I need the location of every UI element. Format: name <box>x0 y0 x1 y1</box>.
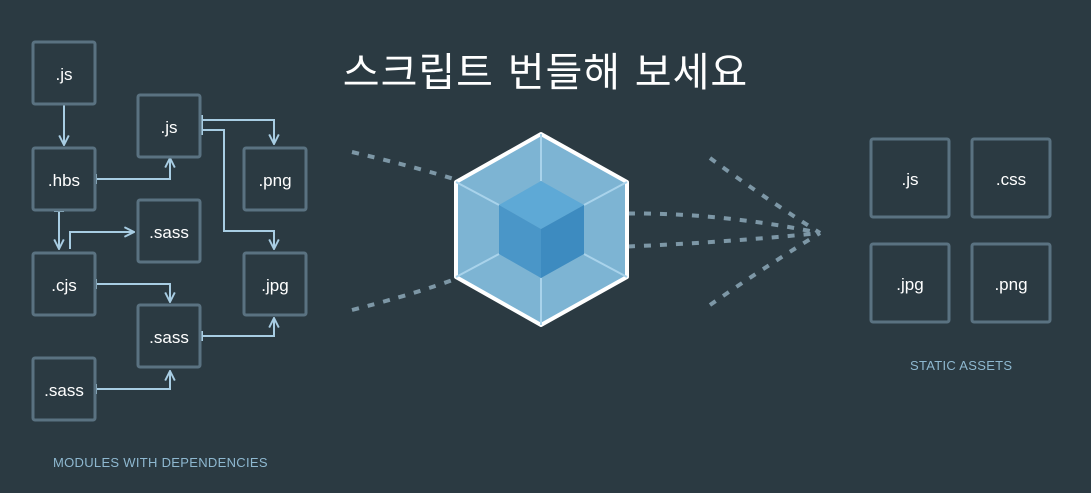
flow-line-out-top <box>579 211 821 235</box>
module-label: .sass <box>149 328 189 347</box>
module-box-js2: .js <box>136 93 202 159</box>
module-label: .cjs <box>51 276 77 295</box>
arrow-cjs-to-sass <box>69 232 134 249</box>
module-box-hbs: .hbs <box>31 146 97 212</box>
asset-boxes: .js .css .jpg .png <box>869 137 1052 324</box>
arrow-cjs-to-sass2 <box>96 283 170 302</box>
module-box-png: .png <box>242 146 308 212</box>
asset-label: .png <box>994 275 1027 294</box>
asset-label: .css <box>996 170 1026 189</box>
module-box-js1: .js <box>31 40 97 106</box>
arrow-js-to-png <box>202 119 274 144</box>
flow-lines <box>351 150 822 312</box>
modules-caption: MODULES WITH DEPENDENCIES <box>53 455 268 470</box>
asset-box-css: .css <box>970 137 1052 219</box>
module-box-sass2: .sass <box>136 303 202 369</box>
webpack-cube-logo <box>454 132 629 327</box>
page-title: 스크립트 번들해 보세요 <box>342 50 749 96</box>
asset-label: .js <box>902 170 919 189</box>
flow-line-in-bottom <box>351 260 496 312</box>
module-label: .js <box>56 65 73 84</box>
module-box-sass3: .sass <box>31 356 97 422</box>
flow-line-in-top <box>351 150 501 197</box>
module-label: .jpg <box>261 276 288 295</box>
asset-label: .jpg <box>896 275 923 294</box>
cube-inner-left <box>499 205 541 278</box>
asset-box-jpg: .jpg <box>869 242 951 324</box>
module-label: .sass <box>149 223 189 242</box>
arrow-hbs-to-js <box>96 158 170 180</box>
flow-line-out-bottom <box>579 231 821 250</box>
asset-box-png: .png <box>970 242 1052 324</box>
module-box-sass1: .sass <box>136 198 202 264</box>
flow-line-out-curve-bottom <box>708 231 822 307</box>
arrow-sass2-to-jpg <box>202 318 274 337</box>
module-boxes: .js .hbs .js .png .sass .cjs .jpg .sass <box>31 40 308 422</box>
arrow-js-to-jpg <box>202 129 274 249</box>
module-box-cjs: .cjs <box>31 251 97 317</box>
cube-outer-edges <box>455 134 628 325</box>
module-label: .sass <box>44 381 84 400</box>
static-assets-caption: STATIC ASSETS <box>910 358 1013 373</box>
cube-inner-right <box>541 205 584 278</box>
module-label: .png <box>258 171 291 190</box>
asset-box-js: .js <box>869 137 951 219</box>
module-label: .js <box>161 118 178 137</box>
module-label: .hbs <box>48 171 80 190</box>
flow-line-out-curve-top <box>708 156 822 235</box>
cube-inner-top <box>499 181 584 229</box>
arrow-sass3-to-sass2 <box>96 371 170 390</box>
module-box-jpg: .jpg <box>242 251 308 317</box>
